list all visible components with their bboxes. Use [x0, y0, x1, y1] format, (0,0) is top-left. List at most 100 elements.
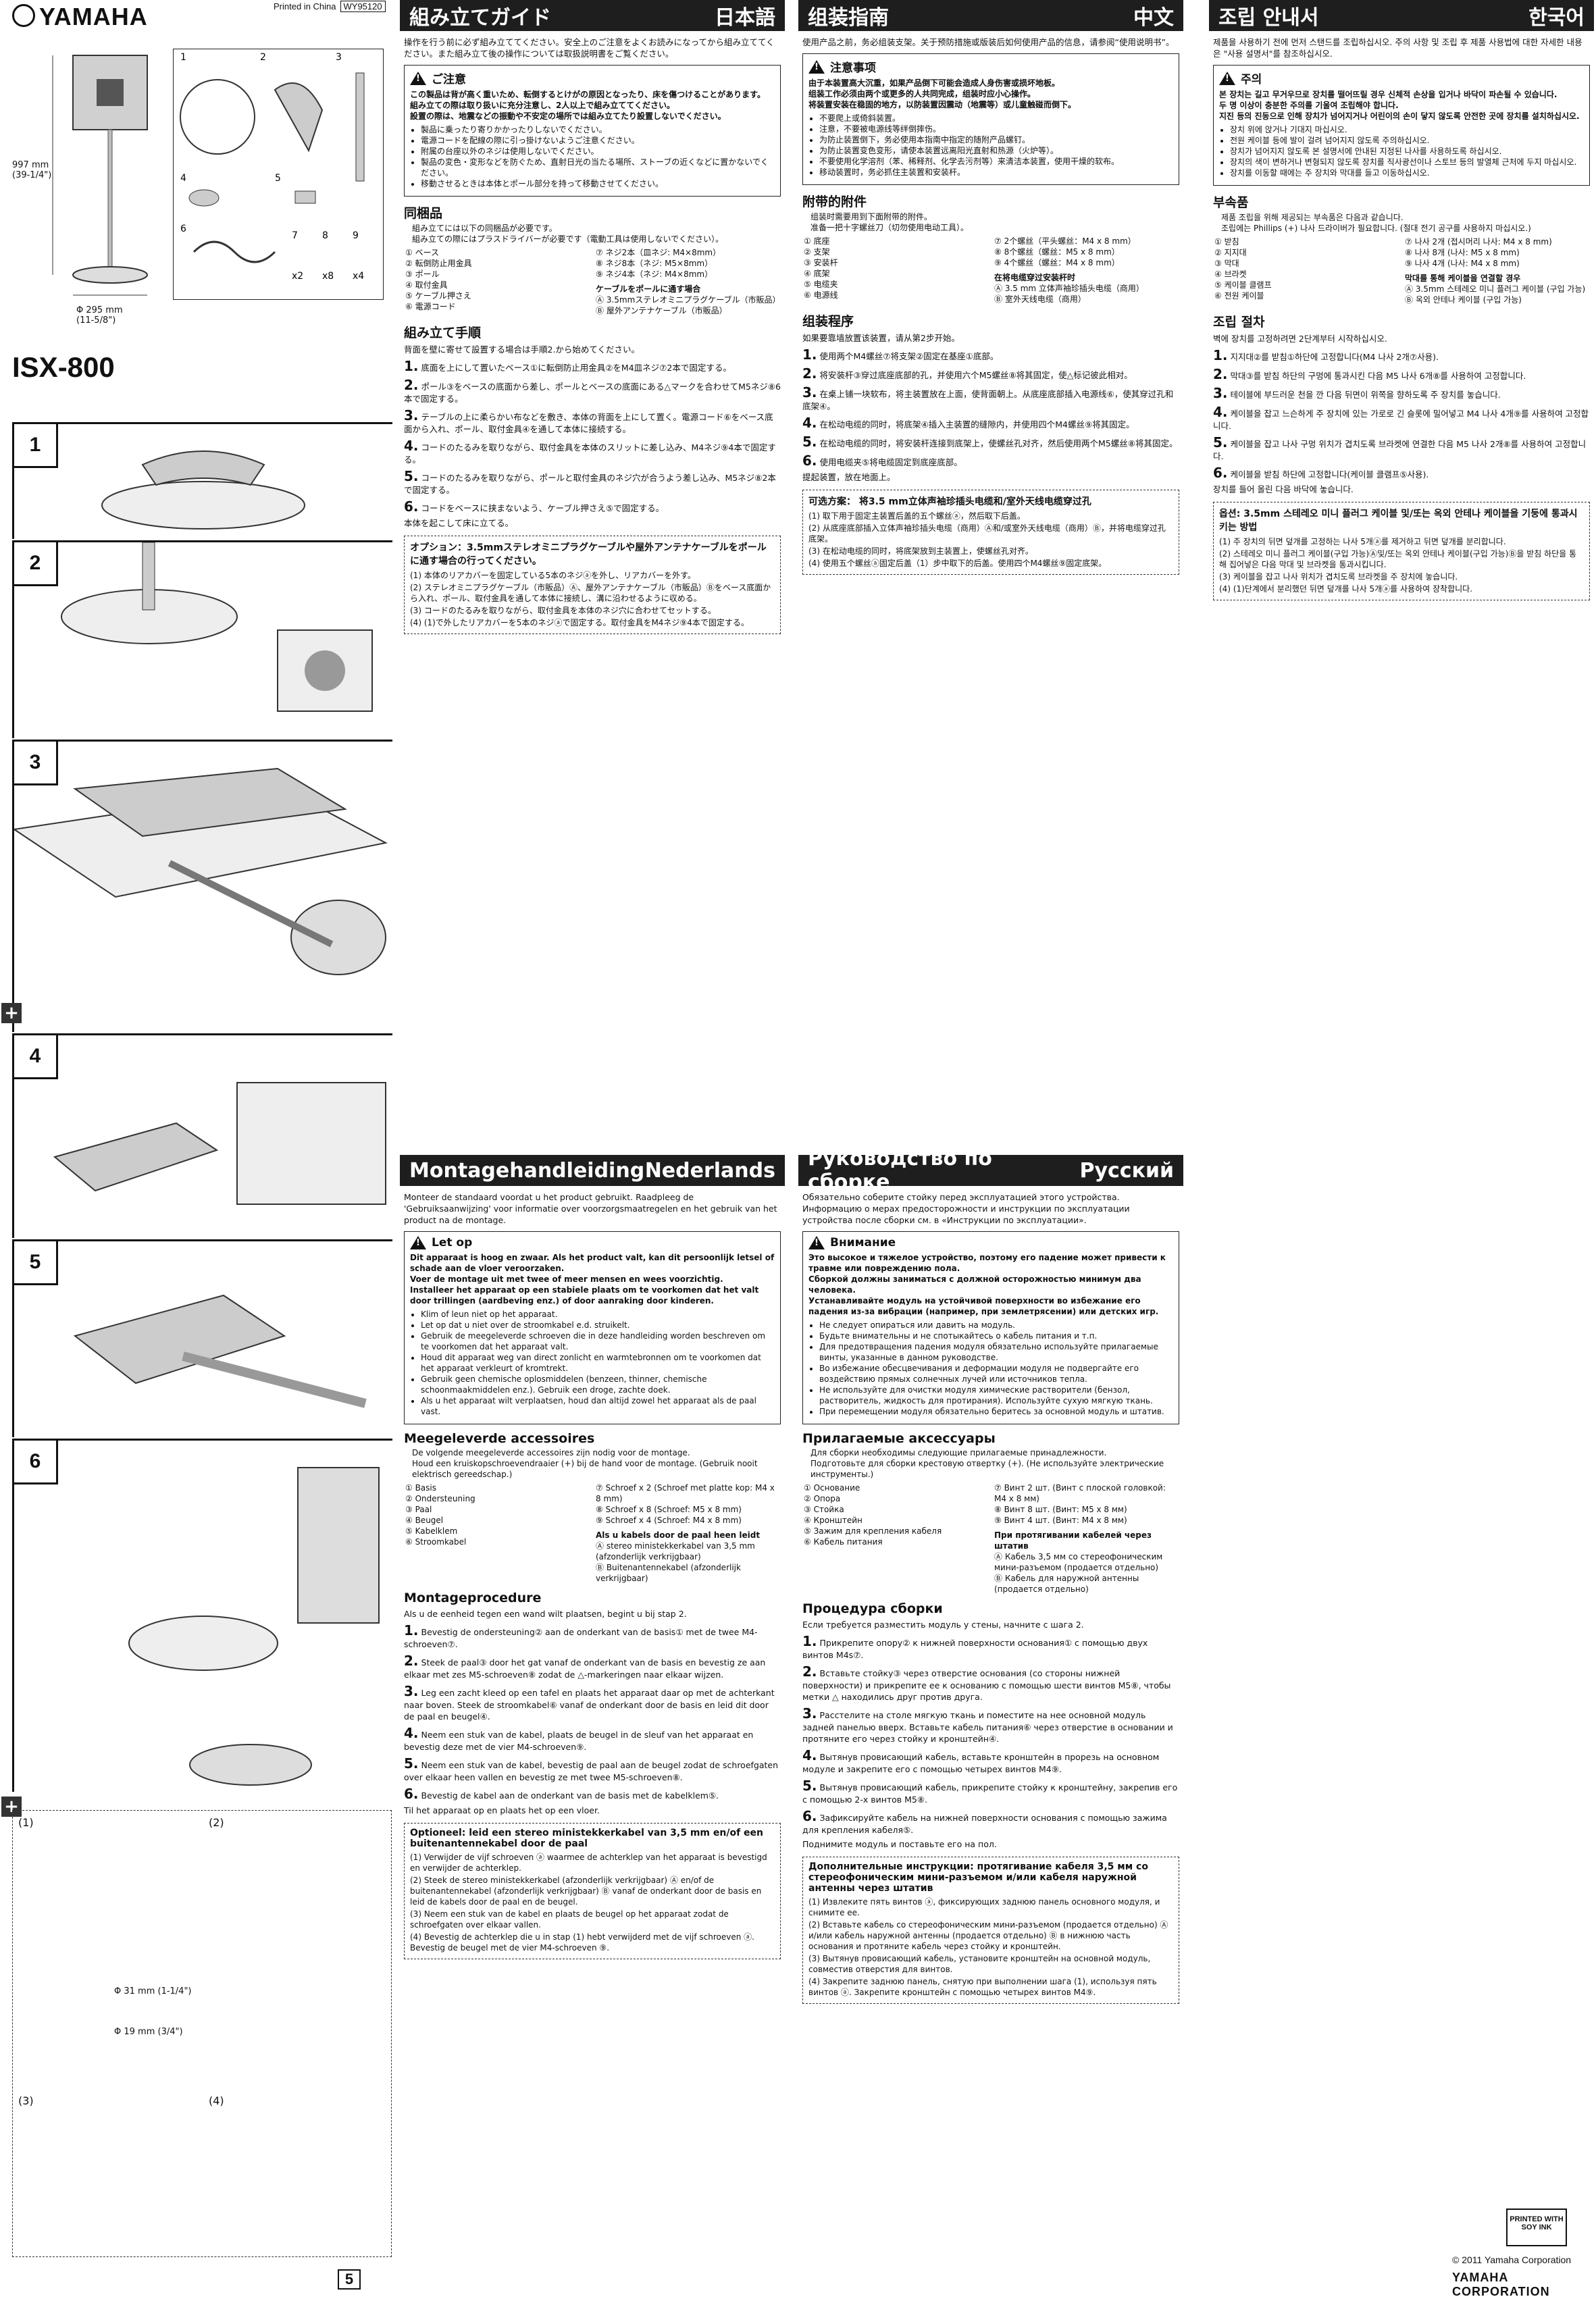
- base-in: (11-5/8"): [76, 315, 116, 326]
- part-label: 7: [292, 230, 298, 241]
- stand-overview: 997 mm(39-1/4") Φ 295 mm(11-5/8"): [12, 49, 168, 326]
- pole-diameter-1: Φ 31 mm (1-1/4"): [114, 1986, 192, 1996]
- optional-ru: Дополнительные инструкции: протягивание …: [802, 1857, 1179, 2004]
- printed-label: Printed in China: [274, 1, 336, 11]
- acc-title: 同梱品: [404, 206, 443, 221]
- header-zh: 组装指南中文: [798, 0, 1183, 31]
- warning-icon: [410, 71, 426, 85]
- qty-label: x2: [292, 271, 303, 282]
- next-step-marker: 5: [338, 2269, 361, 2290]
- part-label: 4: [180, 173, 186, 184]
- step-number: 5: [14, 1241, 58, 1285]
- qty-label: x4: [353, 271, 364, 282]
- step-number: 2: [14, 542, 58, 586]
- optional-steps-panel: (1) (2) (3) (4) Φ 31 mm (1-1/4") Φ 19 mm…: [12, 1810, 392, 2257]
- stand-illustration: [52, 55, 148, 296]
- corporation: YAMAHA CORPORATION: [1452, 2271, 1550, 2298]
- caution-nl: Let op Dit apparaat is hoog en zwaar. Al…: [404, 1231, 781, 1424]
- printed-in: Printed in China WY95120: [274, 1, 386, 12]
- step-illustration: [128, 1467, 380, 1786]
- step-illustration: [101, 450, 305, 529]
- part-label: 6: [180, 224, 186, 234]
- intro-zh: 使用产品之前，务必组装支架。关于预防措施或版装后如何使用产品的信息，请参阅“使用…: [802, 37, 1175, 47]
- step-illustration: [73, 1294, 367, 1408]
- step-illustration: [53, 1082, 386, 1205]
- step-number: 1: [14, 424, 58, 468]
- title-ja: 組み立てガイド: [409, 6, 551, 30]
- height-dim: 997 mm(39-1/4"): [12, 160, 51, 180]
- caution-ja: ご注意 この製品は背が高く重いため、転倒するとけがの原因となったり、床を傷つける…: [404, 65, 781, 197]
- intro-ja: 操作を行う前に必ず組み立ててください。安全上のご注意をよくお読みになってから組み…: [404, 37, 775, 59]
- proc-title: 組み立て手順: [404, 326, 482, 340]
- caution-item: 製品に乗ったり寄りかかったりしないでください。: [421, 124, 775, 135]
- section-zh: 组装指南中文 使用产品之前，务必组装支架。关于预防措施或版装后如何使用产品的信息…: [798, 0, 1183, 582]
- step-number: 4: [14, 1035, 58, 1079]
- part-label: 9: [353, 230, 359, 241]
- caution-item: 電源コードを配線の際に引っ掛けないようご注意ください。: [421, 135, 775, 146]
- step-panel-5: 5: [12, 1239, 392, 1437]
- copyright: © 2011 Yamaha Corporation: [1452, 2254, 1572, 2265]
- optional-zh: 可选方案： 将3.5 mm立体声袖珍插头电缆和/室外天线电缆穿过孔 (1) 取下…: [802, 490, 1179, 575]
- caution-item: 附属の台座以外のネジは使用しないでください。: [421, 146, 775, 157]
- part-label: 2: [260, 52, 266, 63]
- caution-ru: Внимание Это высокое и тяжелое устройств…: [802, 1231, 1179, 1424]
- part-label: 1: [180, 52, 186, 63]
- optional-ko: 옵션: 3.5mm 스테레오 미니 플러그 케이블 및/또는 옥외 안테나 케이…: [1213, 502, 1590, 600]
- warning-icon: [410, 1236, 426, 1249]
- plus-icon: +: [1, 1003, 22, 1023]
- yamaha-logo: YAMAHA: [12, 3, 148, 31]
- brand-name: YAMAHA: [39, 3, 148, 30]
- acc-intro: 組み立てには以下の同梱品が必要です。: [412, 224, 557, 233]
- soy-ink-logo: PRINTED WITH SOY INK: [1506, 2208, 1567, 2246]
- caution-bold: 設置の際は、地震などの振動や不安定の場所では組み立てたり設置しないでください。: [410, 111, 726, 121]
- caution-item: 移動させるときは本体とポール部分を持って移動させてください。: [421, 178, 775, 189]
- caution-zh: 注意事项 由于本装置高大沉重，如果产品倒下可能会造成人身伤害或损坏地板。组装工作…: [802, 53, 1179, 185]
- parts-illustration: 1 2 3 4 5 6 7 8 9 x2 x8 x4: [180, 52, 365, 282]
- warning-icon: [1219, 71, 1235, 85]
- lang-ja: 日本語: [715, 6, 775, 30]
- step-illustration: [14, 767, 388, 975]
- step-panel-6: 6: [12, 1439, 392, 1792]
- acc-intro: 組み立ての際にはプラスドライバーが必要です（電動工具は使用しないでください）。: [412, 234, 724, 244]
- step-panel-1: 1: [12, 422, 392, 539]
- caution-bold: 組み立ての際は取り扱いに充分注意し、2人以上で組み立ててください。: [410, 101, 675, 110]
- caution-title: ご注意: [432, 73, 466, 86]
- tuning-fork-icon: [12, 4, 35, 27]
- sub-step-label: (4): [209, 2094, 224, 2107]
- step-panel-4: 4: [12, 1033, 392, 1238]
- qty-label: x8: [322, 271, 334, 282]
- print-code: WY95120: [340, 1, 386, 12]
- model-name: ISX-800: [12, 351, 115, 383]
- height-mm: 997 mm: [12, 160, 49, 170]
- step-number: 3: [14, 742, 58, 785]
- caution-item: 製品の変色・変形などを防ぐため、直射日光の当たる場所、ストーブの近くなどに置かな…: [421, 157, 775, 178]
- step-panel-3: 3: [12, 740, 392, 1032]
- pole-diameter-2: Φ 19 mm (3/4"): [114, 2027, 183, 2037]
- height-in: (39-1/4"): [12, 170, 52, 180]
- warning-icon: [808, 59, 825, 74]
- sub-step-label: (3): [18, 2094, 34, 2107]
- step-illustration: [61, 542, 373, 712]
- optional-nl: Optioneel: leid een stereo ministekkerka…: [404, 1823, 781, 1959]
- base-mm: Φ 295 mm: [76, 305, 123, 315]
- part-label: 8: [322, 230, 328, 241]
- parts-box: 1 2 3 4 5 6 7 8 9 x2 x8 x4: [173, 49, 384, 300]
- step-panel-2: 2: [12, 540, 392, 738]
- optional-ja: オプション：3.5mmステレオミニプラグケーブルや屋外アンテナケーブルをポールに…: [404, 536, 781, 634]
- part-label: 5: [275, 173, 281, 184]
- header-ja: 組み立てガイド 日本語: [400, 0, 785, 31]
- steps-ja: 背面を壁に寄せて設置する場合は手順2.から始めてください。 1.底面を上にして置…: [404, 344, 781, 528]
- caution-ko: 주의 본 장치는 길고 무거우므로 장치를 떨어뜨릴 경우 신체적 손상을 입거…: [1213, 65, 1590, 186]
- lang-zh: 中文: [1133, 6, 1174, 30]
- base-dim: Φ 295 mm(11-5/8"): [76, 305, 164, 326]
- plus-icon: +: [1, 1797, 22, 1817]
- warning-icon: [808, 1236, 825, 1249]
- step-number: 6: [14, 1441, 58, 1484]
